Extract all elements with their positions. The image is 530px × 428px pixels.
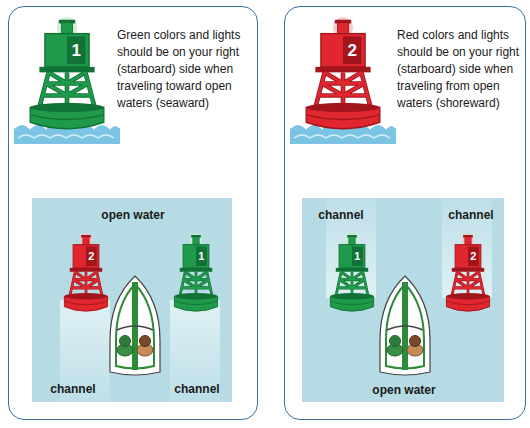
buoy-number: 2 — [468, 247, 479, 266]
water-label: channel — [309, 207, 373, 223]
info-panel: Red colors and lights should be on your … — [284, 6, 526, 420]
buoy-drawing — [169, 233, 223, 317]
green-buoy: 1 — [325, 233, 379, 317]
buoy-drawing — [59, 233, 113, 317]
rule-text: Green colors and lights should be on you… — [117, 27, 255, 112]
rule-text: Red colors and lights should be on your … — [397, 27, 521, 112]
buoy-drawing — [325, 233, 379, 317]
water-label: channel — [41, 381, 105, 397]
red-buoy: 2 — [59, 233, 113, 317]
buoy-number: 2 — [86, 247, 97, 266]
buoy-number: 2 — [343, 36, 361, 64]
green-buoy: 1 — [21, 17, 113, 137]
boat — [110, 276, 160, 375]
water-area — [32, 198, 232, 402]
buoy-number: 1 — [352, 247, 363, 266]
water-area: open water channel channel 2 1 — [33, 199, 233, 403]
water-area: channel channel open water 1 2 — [303, 199, 505, 403]
buoy-drawing — [441, 233, 495, 317]
red-buoy: 2 — [297, 17, 389, 137]
water-label: channel — [439, 207, 503, 223]
green-buoy: 1 — [169, 233, 223, 317]
boat — [380, 276, 430, 375]
buoy-drawing — [297, 17, 389, 137]
water-label: channel — [165, 381, 229, 397]
water-area — [302, 198, 504, 402]
water-label: open water — [33, 207, 233, 223]
buoy-number: 1 — [67, 36, 85, 64]
water-label: open water — [303, 382, 505, 398]
info-panel: Green colors and lights should be on you… — [8, 6, 258, 420]
red-buoy: 2 — [441, 233, 495, 317]
buoy-drawing — [21, 17, 113, 137]
buoy-number: 1 — [196, 247, 207, 266]
